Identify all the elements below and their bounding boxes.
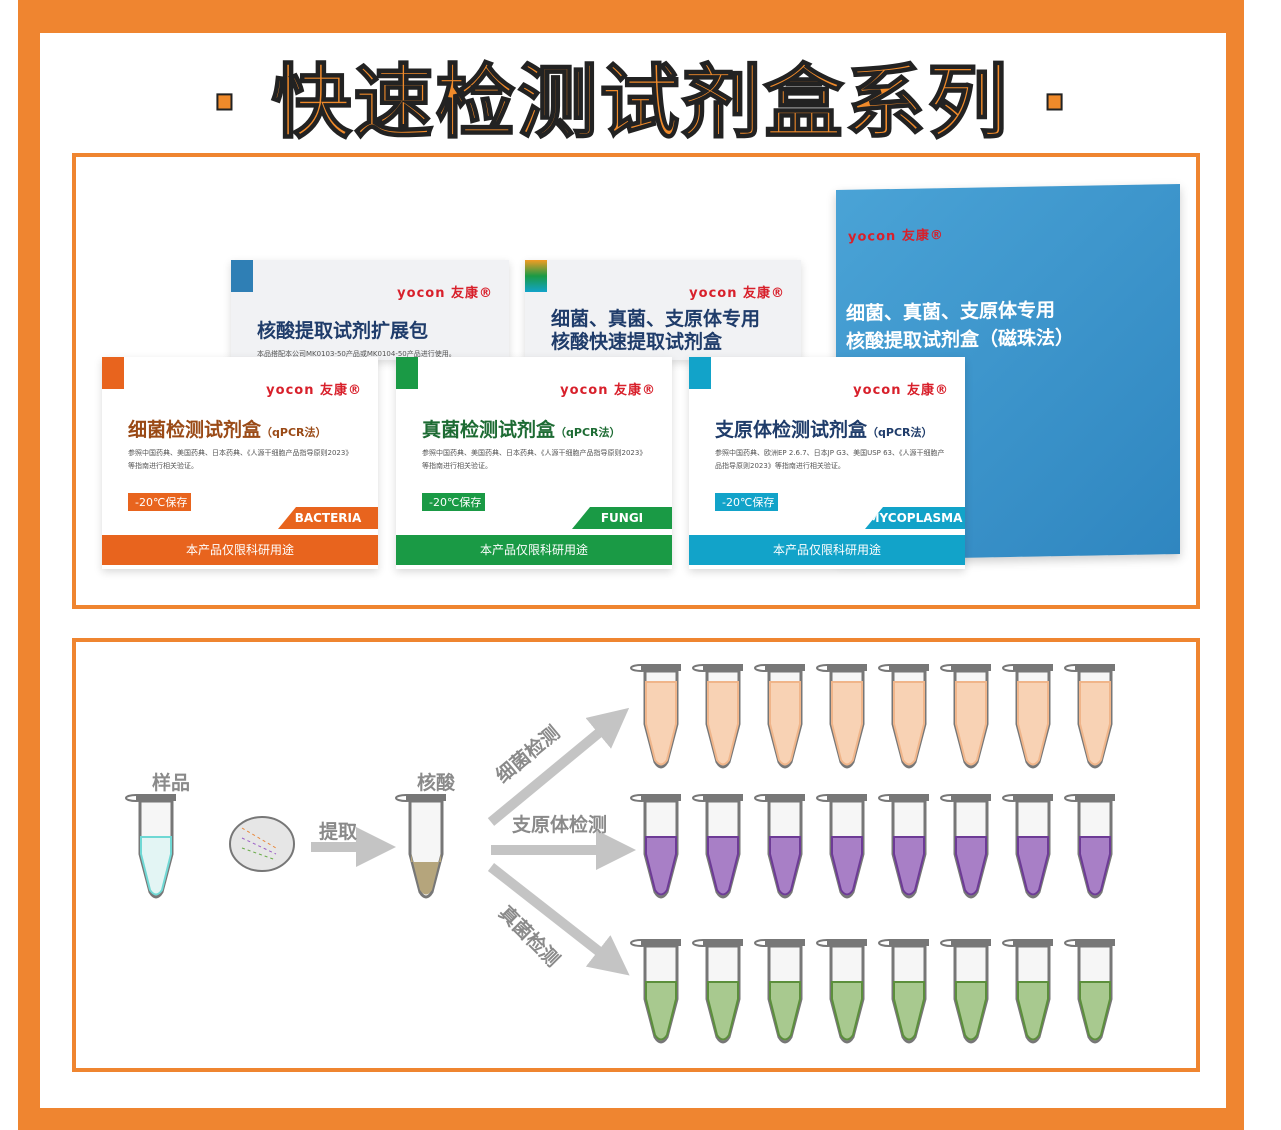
pcr-tube xyxy=(816,664,867,769)
fungi-arrow xyxy=(487,863,630,976)
pcr-tube xyxy=(630,794,681,899)
research-use-bar: 本产品仅限科研用途 xyxy=(396,535,672,565)
brand-logo: yocon 友康® xyxy=(848,228,944,245)
pcr-tube xyxy=(1002,664,1053,769)
kit-name: 真菌检测试剂盒 xyxy=(422,419,556,441)
sample-tube xyxy=(125,794,176,899)
dna-magnify-circle xyxy=(229,816,295,872)
pcr-tube xyxy=(878,664,929,769)
pcr-tube xyxy=(754,664,805,769)
rapid-kit-name: 细菌、真菌、支原体专用 核酸快速提取试剂盒 xyxy=(551,308,761,353)
brand-logo: yocon 友康® xyxy=(853,383,949,398)
workflow-panel: 样品 提取 核酸 细菌检测 支原体检测 真菌检测 xyxy=(72,638,1200,1072)
color-tab xyxy=(396,357,418,389)
kit-box-bacteria: yocon 友康® 细菌检测试剂盒（qPCR法） 参照中国药典、美国药典、日本药… xyxy=(102,357,378,569)
pcr-tube xyxy=(940,939,991,1044)
extract-label: 提取 xyxy=(319,821,358,843)
kit-desc: 参照中国药典、欧洲EP 2.6.7、日本JP G3、美国USP 63、《人源干细… xyxy=(715,449,945,470)
pcr-tube xyxy=(692,664,743,769)
pcr-tube xyxy=(1002,794,1053,899)
kit-box-mycoplasma: yocon 友康® 支原体检测试剂盒（qPCR法） 参照中国药典、欧洲EP 2.… xyxy=(689,357,965,569)
pcr-tube xyxy=(692,794,743,899)
brand-logo: yocon 友康® xyxy=(560,383,656,398)
brand-logo: yocon 友康® xyxy=(266,383,362,398)
dna-strand-icon xyxy=(241,847,277,861)
mycoplasma-detection-label: 支原体检测 xyxy=(512,814,608,836)
extension-pack-box: yocon 友康® 核酸提取试剂扩展包 本品搭配本公司MK0103-50产品或M… xyxy=(231,260,509,360)
kit-english-name: MYCOPLASMA xyxy=(865,507,965,529)
page-title: · 快速检测试剂盒系列 · xyxy=(208,55,1072,150)
nucleic-acid-label: 核酸 xyxy=(417,772,456,794)
brand-logo: yocon 友康® xyxy=(689,286,785,301)
pcr-tube xyxy=(630,939,681,1044)
color-tab xyxy=(689,357,711,389)
pcr-tube xyxy=(692,939,743,1044)
storage-temp: -20℃保存 xyxy=(128,493,192,511)
magnetic-kit-line1: 细菌、真菌、支原体专用 xyxy=(846,299,1056,325)
pcr-tube xyxy=(816,939,867,1044)
pcr-tube xyxy=(940,794,991,899)
kit-english-name: FUNGI xyxy=(572,507,672,529)
extension-pack-desc: 本品搭配本公司MK0103-50产品或MK0104-50产品进行使用。 xyxy=(257,350,456,358)
pcr-tube xyxy=(754,794,805,899)
color-tab xyxy=(102,357,124,389)
pcr-tube xyxy=(1064,664,1115,769)
research-use-bar: 本产品仅限科研用途 xyxy=(689,535,965,565)
extension-pack-name: 核酸提取试剂扩展包 xyxy=(257,320,429,342)
pcr-tube xyxy=(816,794,867,899)
pcr-tube xyxy=(754,939,805,1044)
kit-method: （qPCR法） xyxy=(261,426,327,439)
magnetic-kit-line2: 核酸提取试剂盒（磁珠法） xyxy=(846,326,1075,353)
kit-name: 支原体检测试剂盒 xyxy=(715,419,868,441)
dna-strand-icon xyxy=(241,837,277,855)
pcr-tube xyxy=(878,939,929,1044)
storage-temp: -20℃保存 xyxy=(715,493,779,511)
kit-english-name: BACTERIA xyxy=(278,507,378,529)
products-panel: yocon 友康® 细菌、真菌、支原体专用核酸提取试剂盒（磁珠法） yocon … xyxy=(72,153,1200,609)
kit-desc: 参照中国药典、美国药典、日本药典、《人源干细胞产品指导原则2023》等指南进行相… xyxy=(128,449,353,470)
kit-method: （qPCR法） xyxy=(867,426,933,439)
bacteria-arrow xyxy=(487,707,630,826)
research-use-bar: 本产品仅限科研用途 xyxy=(102,535,378,565)
nucleic-acid-tube xyxy=(395,794,446,899)
kit-method: （qPCR法） xyxy=(555,426,621,439)
dna-strand-icon xyxy=(241,827,277,849)
pcr-tube xyxy=(630,664,681,769)
kit-desc: 参照中国药典、美国药典、日本药典、《人源干细胞产品指导原则2023》等指南进行相… xyxy=(422,449,647,470)
storage-temp: -20℃保存 xyxy=(422,493,486,511)
sample-label: 样品 xyxy=(152,772,191,794)
pcr-tube xyxy=(878,794,929,899)
kit-name: 细菌检测试剂盒 xyxy=(128,419,262,441)
pcr-tube xyxy=(1064,794,1115,899)
workflow-diagram xyxy=(125,664,1115,1044)
brand-logo: yocon 友康® xyxy=(397,286,493,301)
rapid-kit-box: yocon 友康® 细菌、真菌、支原体专用 核酸快速提取试剂盒 xyxy=(525,260,801,360)
pcr-tube xyxy=(940,664,991,769)
kit-box-fungi: yocon 友康® 真菌检测试剂盒（qPCR法） 参照中国药典、美国药典、日本药… xyxy=(396,357,672,569)
pcr-tube xyxy=(1064,939,1115,1044)
pcr-tube xyxy=(1002,939,1053,1044)
